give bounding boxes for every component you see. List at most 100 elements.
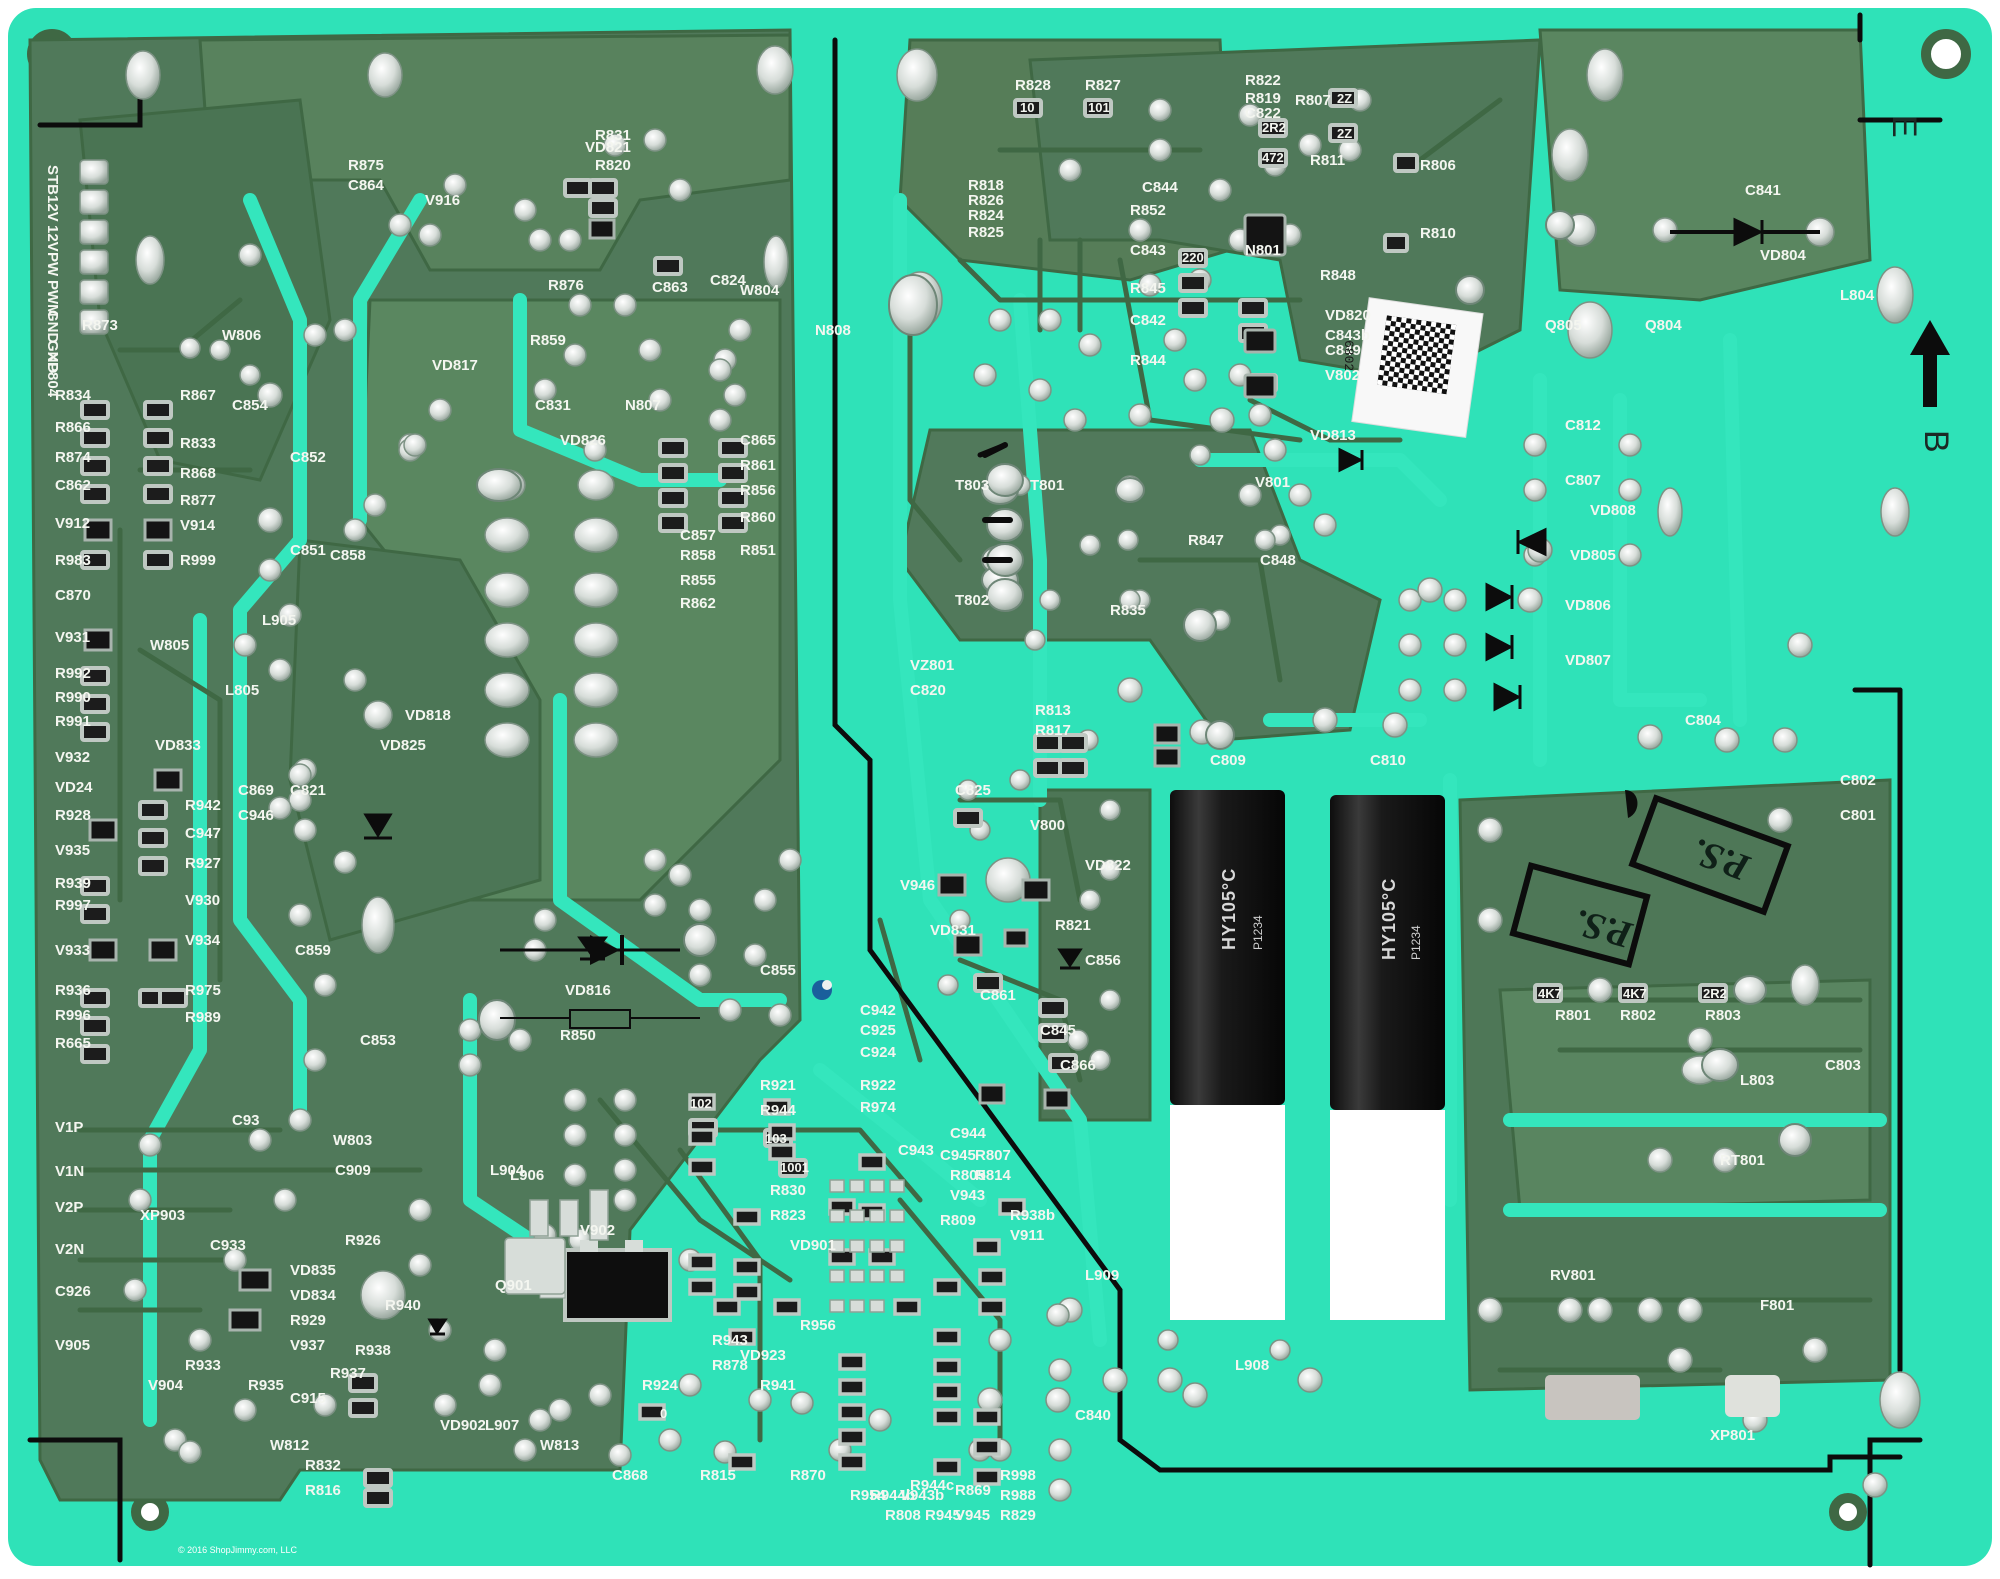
- label-r862: R862: [680, 595, 716, 612]
- handwritten-stickers: [1509, 790, 1792, 969]
- label-r861: R861: [740, 457, 776, 474]
- fuse-holder: [1725, 1375, 1780, 1417]
- label-r847: R847: [1188, 532, 1224, 549]
- label-stb: STB: [44, 165, 61, 195]
- label-vd813: VD813: [1310, 427, 1356, 444]
- silkscreen-center-left: C865 R861 R856 R860 C857 R858 R855 R862 …: [345, 432, 1119, 1524]
- label-t802: T802: [955, 592, 989, 609]
- value-9: 1001: [780, 1160, 809, 1175]
- label-r809: R809: [940, 1212, 976, 1229]
- label-v937: V937: [290, 1337, 325, 1354]
- label-xp804: XP804: [44, 352, 61, 398]
- label-c947: C947: [185, 825, 221, 842]
- label-r835: R835: [1110, 602, 1146, 619]
- label-r938b: R938b: [1010, 1207, 1055, 1224]
- label-v911: V911: [1010, 1227, 1044, 1244]
- label-c852: C852: [290, 449, 326, 466]
- label-r936: R936: [55, 982, 91, 999]
- label-f801: F801: [1760, 1297, 1794, 1314]
- qr-label-text: 6802: [1341, 340, 1356, 371]
- label-r823: R823: [770, 1207, 806, 1224]
- label-v902: V902: [580, 1222, 615, 1239]
- label-c944: C944: [950, 1125, 987, 1142]
- label-r665: R665: [55, 1035, 91, 1052]
- label-r829: R829: [1000, 1507, 1036, 1524]
- label-c870: C870: [55, 587, 91, 604]
- label-w805: W805: [150, 637, 189, 654]
- label-r826: R826: [968, 192, 1004, 209]
- label-r852: R852: [1130, 202, 1166, 219]
- label-c831: C831: [535, 397, 571, 414]
- label-r940: R940: [385, 1297, 421, 1314]
- label-c942: C942: [860, 1002, 896, 1019]
- label-c925: C925: [860, 1022, 896, 1039]
- label-c865: C865: [740, 432, 776, 449]
- label-l906: L906: [510, 1167, 544, 1184]
- label-r814: R814: [975, 1167, 1012, 1184]
- label-c855: C855: [760, 962, 796, 979]
- label-l803: L803: [1740, 1072, 1774, 1089]
- silkscreen-connector-labels: STB 12V 12V PW PWM GND GND XP804: [44, 165, 61, 398]
- label-r817: R817: [1035, 722, 1071, 739]
- label-r859: R859: [530, 332, 566, 349]
- label-r860: R860: [740, 509, 776, 526]
- label-v904: V904: [148, 1377, 184, 1394]
- label-c945: C945: [940, 1147, 976, 1164]
- label-r869: R869: [955, 1482, 991, 1499]
- label-c861: C861: [980, 987, 1016, 1004]
- label-c843b: C843b: [1325, 327, 1370, 344]
- label-r844: R844: [1130, 352, 1167, 369]
- label-vd821: VD821: [585, 139, 631, 156]
- value-4: 4K7: [1623, 986, 1647, 1001]
- label-vd902: VD902: [440, 1417, 486, 1434]
- label-c809: C809: [1210, 752, 1246, 769]
- label-r819: R819: [1245, 90, 1281, 107]
- label-c862: C862: [55, 477, 91, 494]
- label-c807: C807: [1565, 472, 1601, 489]
- label-c849: C849: [1325, 342, 1361, 359]
- transformer-t801-pads: [986, 463, 1024, 612]
- label-r943: R943: [712, 1332, 748, 1349]
- label-v1p: V1P: [55, 1119, 83, 1136]
- label-r803: R803: [1705, 1007, 1741, 1024]
- label-r832: R832: [305, 1457, 341, 1474]
- label-vd831: VD831: [930, 922, 976, 939]
- label-r992: R992: [55, 665, 91, 682]
- label-r845: R845: [1130, 280, 1166, 297]
- label-r851: R851: [740, 542, 776, 559]
- label-n801: N801: [1245, 242, 1281, 259]
- label-r990: R990: [55, 689, 91, 706]
- cap2-rating: HY105°C: [1379, 878, 1399, 960]
- label-v800: V800: [1030, 817, 1065, 834]
- value-2: 2Z: [1337, 126, 1352, 141]
- label-c909: C909: [335, 1162, 371, 1179]
- label-vd805: VD805: [1570, 547, 1616, 564]
- silk-bars: [982, 442, 1013, 563]
- label-v1n: V1N: [55, 1163, 84, 1180]
- label-c844: C844: [1142, 179, 1179, 196]
- copper-pours: [28, 28, 1892, 1502]
- label-r825: R825: [968, 224, 1004, 241]
- label-l904: L904: [490, 1162, 525, 1179]
- label-r944: R944: [760, 1102, 797, 1119]
- label-c864: C864: [348, 177, 385, 194]
- label-r876: R876: [548, 277, 584, 294]
- label-l804: L804: [1840, 287, 1875, 304]
- label-r935: R935: [248, 1377, 284, 1394]
- label-c803: C803: [1825, 1057, 1861, 1074]
- label-r811: R811: [1310, 152, 1345, 169]
- label-v914: V914: [180, 517, 216, 534]
- silkscreen-capacitor-text: HY105°C P1234 HY105°C P1234: [1219, 868, 1423, 960]
- label-r997: R997: [55, 897, 91, 914]
- label-r801: R801: [1555, 1007, 1591, 1024]
- label-vd818: VD818: [405, 707, 451, 724]
- label-c858: C858: [330, 547, 366, 564]
- label-c868: C868: [612, 1467, 648, 1484]
- label-r942: R942: [185, 797, 221, 814]
- value-14: 220: [1182, 250, 1204, 265]
- label-r941: R941: [760, 1377, 796, 1394]
- label-vd833: VD833: [155, 737, 201, 754]
- label-r833: R833: [180, 435, 216, 452]
- label-vd804: VD804: [1760, 247, 1807, 264]
- label-v935: V935: [55, 842, 90, 859]
